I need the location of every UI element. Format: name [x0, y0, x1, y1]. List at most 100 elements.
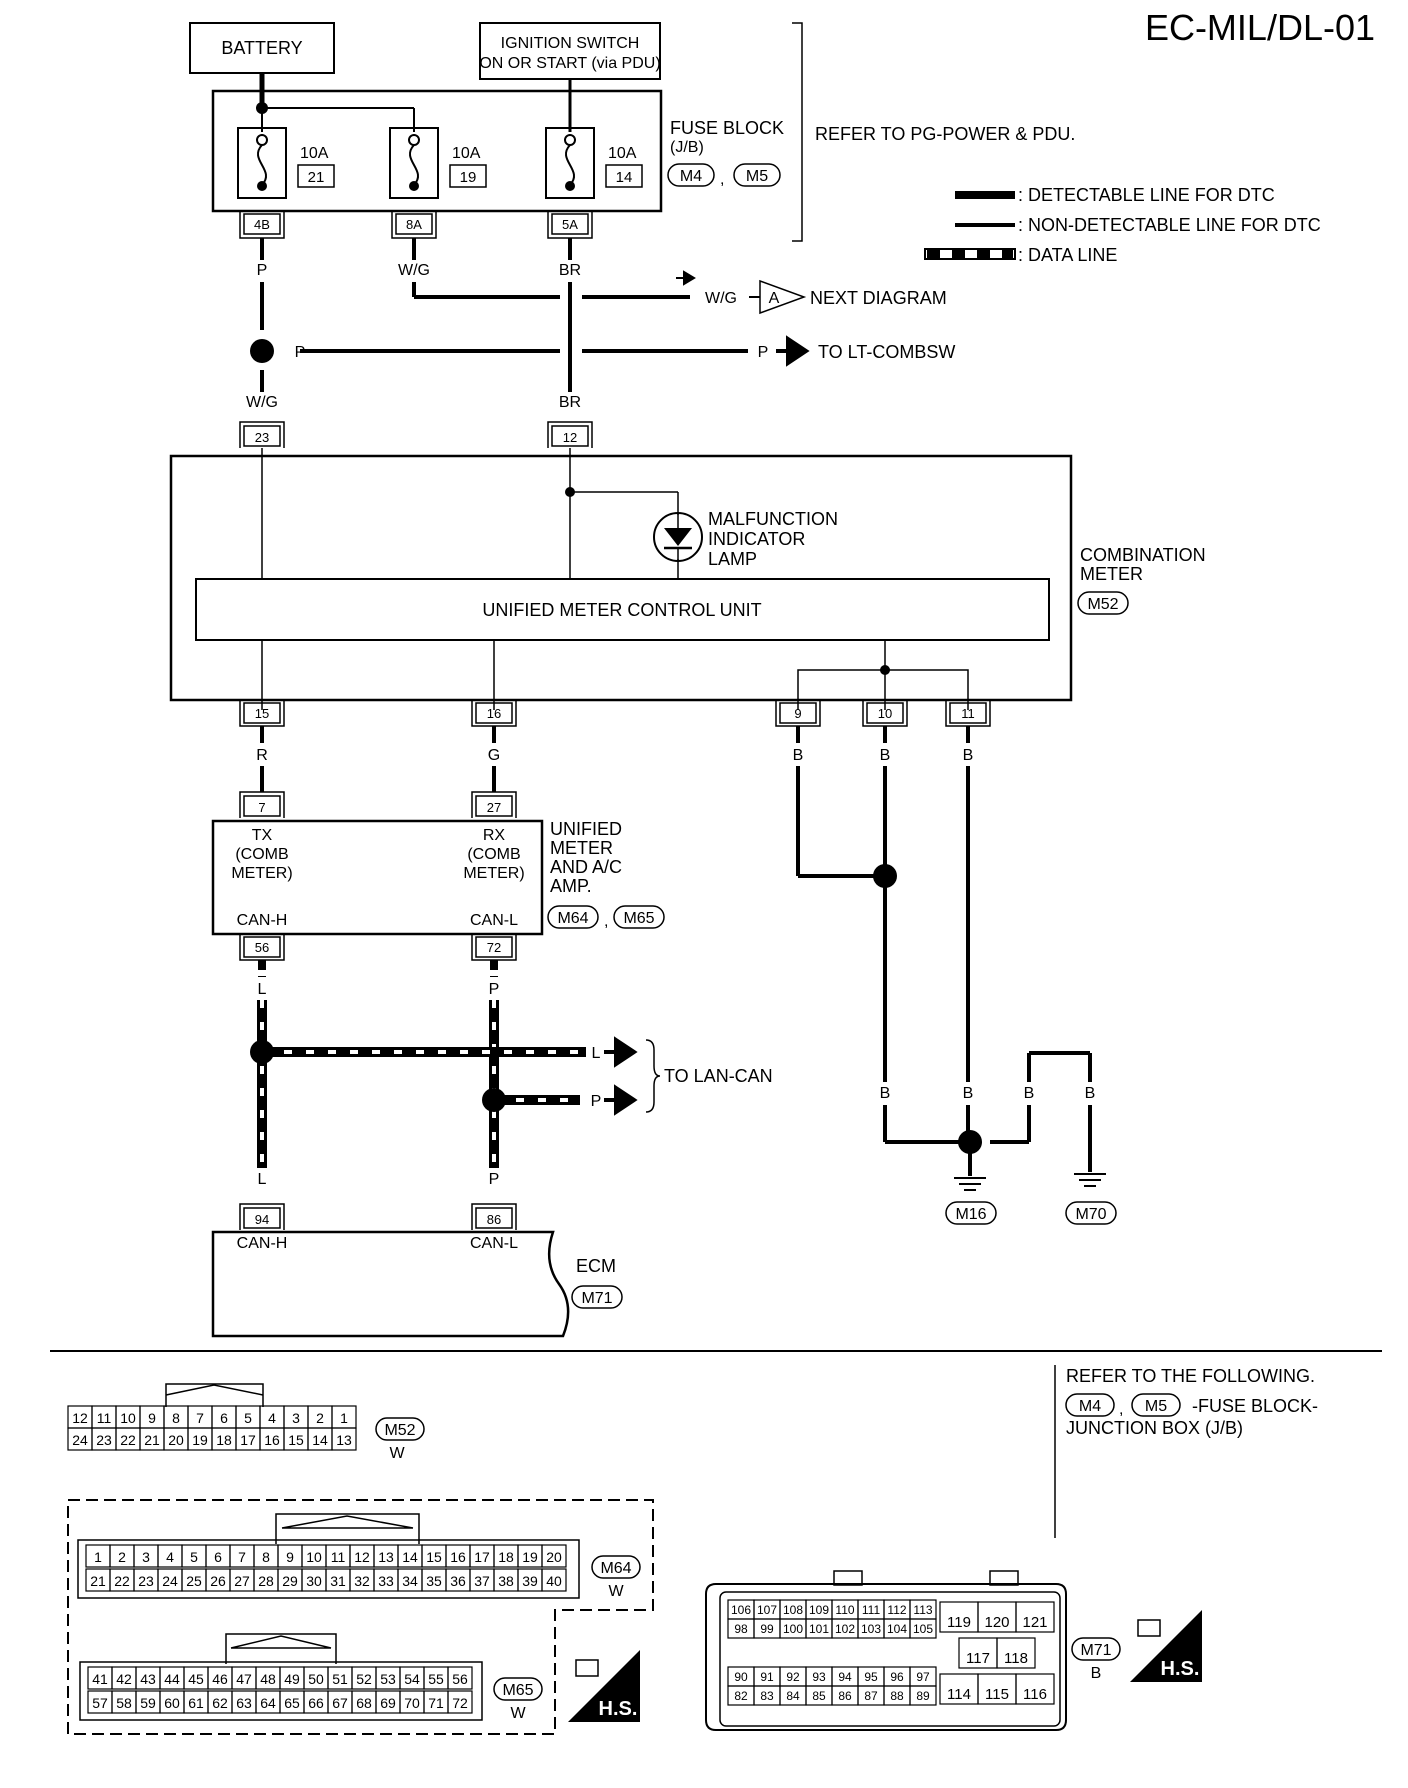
fuse-block-label-1: FUSE BLOCK	[670, 118, 784, 138]
connector-pin-number: 106	[731, 1603, 751, 1617]
connector-pin-number: 25	[186, 1573, 202, 1589]
connector-pin-number: 71	[428, 1695, 444, 1711]
ground-splice-1	[873, 864, 897, 888]
connector-cavity	[909, 1618, 937, 1639]
meter-pin-23: 23	[255, 430, 269, 445]
svg-text:M16: M16	[955, 1206, 986, 1223]
connector-pin-number: 51	[332, 1671, 348, 1687]
connector-pin-number: 13	[378, 1549, 394, 1565]
amp-canl: CAN-L	[470, 912, 518, 929]
connector-pin-number: 2	[316, 1410, 324, 1426]
connector-pin-number: 94	[838, 1670, 852, 1684]
connector-pin-number: 15	[426, 1549, 442, 1565]
fuse-block-connector-m4: M4	[667, 163, 715, 187]
amp-pin-7: 7	[258, 800, 265, 815]
connector-pin-number: 32	[354, 1573, 370, 1589]
meter-pin-16: 16	[487, 706, 501, 721]
connector-pin-number: 82	[734, 1689, 748, 1703]
svg-text:M4: M4	[1079, 1398, 1101, 1415]
legend-data: : DATA LINE	[1018, 245, 1117, 265]
refer-connector-m5: M5	[1131, 1393, 1181, 1417]
connector-pin-number: 17	[474, 1549, 490, 1565]
connector-pin-number: 7	[238, 1549, 246, 1565]
ecm: 94 86 CAN-H CAN-L ECM M71	[211, 1203, 623, 1338]
connector-pin-number: 44	[164, 1671, 180, 1687]
wire-l-amp: L	[258, 981, 267, 998]
wire-b-lower-1: B	[880, 1085, 891, 1102]
svg-text:B: B	[1091, 1665, 1102, 1682]
refer-connector-m4: M4	[1065, 1393, 1115, 1417]
connector-pin-number: 66	[308, 1695, 324, 1711]
connector-cavity	[909, 1685, 937, 1706]
connector-pin-number: 62	[212, 1695, 228, 1711]
connector-cavity	[541, 1568, 567, 1592]
svg-text:H.S.: H.S.	[599, 1698, 638, 1720]
connector-pin-number: 27	[234, 1573, 250, 1589]
connector-pin-number: 19	[192, 1432, 208, 1448]
svg-text:M52: M52	[1087, 596, 1118, 613]
connector-pin-number: 93	[812, 1670, 826, 1684]
connector-pin-number: 84	[786, 1689, 800, 1703]
connector-cavity	[996, 1637, 1036, 1669]
wire-p-top: P	[257, 262, 268, 279]
ecm-pin-94: 94	[255, 1212, 269, 1227]
amp-pin-72: 72	[487, 940, 501, 955]
connector-pin-number: 87	[864, 1689, 878, 1703]
connector-pin-number: 21	[90, 1573, 106, 1589]
fuse-block-bracket	[792, 22, 803, 242]
connector-pin-number: 85	[812, 1689, 826, 1703]
connector-pin-number: 12	[72, 1410, 88, 1426]
connector-pin-number: 13	[336, 1432, 352, 1448]
svg-text:M5: M5	[1145, 1398, 1167, 1415]
connector-pin-number: 57	[92, 1695, 108, 1711]
fuse-21: 10A 21	[237, 127, 335, 199]
connector-pin-number: 46	[212, 1671, 228, 1687]
combination-meter-label-2: METER	[1080, 564, 1143, 584]
lan-can-label: TO LAN-CAN	[664, 1066, 773, 1086]
connector-pin-number: 16	[264, 1432, 280, 1448]
meter-pin-10: 10	[878, 706, 892, 721]
terminal-5a: 5A	[562, 217, 578, 232]
ground-wires	[796, 726, 1092, 1176]
connector-pin-number: 42	[116, 1671, 132, 1687]
connector-pin-number: 39	[522, 1573, 538, 1589]
ecm-pin-86: 86	[487, 1212, 501, 1227]
connector-pin-number: 53	[380, 1671, 396, 1687]
wire-wg-top: W/G	[398, 262, 430, 279]
ignition-label-1: IGNITION SWITCH	[501, 35, 640, 52]
svg-text:M52: M52	[384, 1422, 415, 1439]
connector-cavity	[1015, 1601, 1055, 1633]
connector-pin-number: 1	[94, 1549, 102, 1565]
ground-splice-2	[958, 1130, 982, 1154]
connector-pin-number: 50	[308, 1671, 324, 1687]
connector-pin-number: 113	[913, 1603, 932, 1617]
connector-pin-number: 35	[426, 1573, 442, 1589]
connector-cavity	[541, 1544, 567, 1568]
connector-pin-number: 6	[214, 1549, 222, 1565]
ground-m70-icon	[1074, 1173, 1106, 1187]
ecm-canh: CAN-H	[237, 1235, 288, 1252]
wire-p-ecm: P	[489, 1171, 500, 1188]
connector-pin-number: 116	[1023, 1686, 1047, 1703]
mil-label-3: LAMP	[708, 549, 757, 569]
page-code: EC-MIL/DL-01	[1145, 7, 1375, 48]
connector-pin-number: 3	[292, 1410, 300, 1426]
amp-connector-m64: M64	[547, 905, 599, 929]
wire-b-10: B	[880, 747, 891, 764]
connector-pin-number: 102	[835, 1622, 855, 1636]
control-unit-box	[195, 578, 1050, 641]
battery-box: BATTERY	[189, 22, 335, 74]
connector-pin-number: 29	[282, 1573, 298, 1589]
connector-cavity	[331, 1427, 357, 1451]
m52-id-badge: M52 W	[375, 1417, 425, 1462]
connector-pin-number: 55	[428, 1671, 444, 1687]
combination-meter-connector: M52	[1077, 591, 1129, 615]
connector-pin-number: 21	[144, 1432, 160, 1448]
connector-pin-number: 49	[284, 1671, 300, 1687]
connector-pin-number: 61	[188, 1695, 204, 1711]
next-wire-label: W/G	[705, 290, 737, 307]
connector-pin-number: 52	[356, 1671, 372, 1687]
svg-text:H.S.: H.S.	[1161, 1658, 1200, 1680]
connector-pin-number: 111	[862, 1603, 881, 1617]
